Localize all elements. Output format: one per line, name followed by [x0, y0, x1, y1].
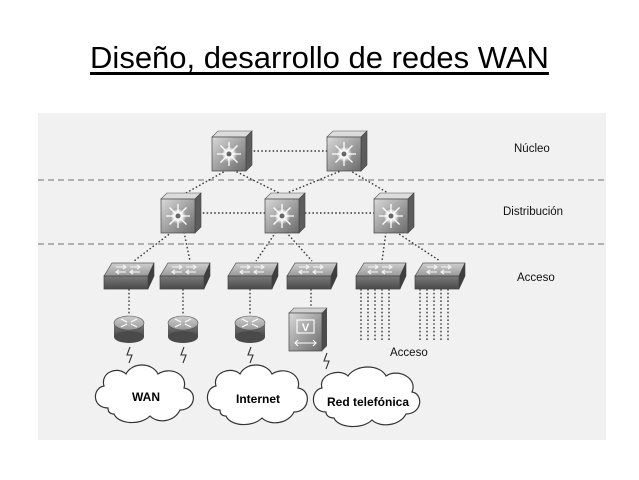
access-switch-1 [103, 262, 155, 290]
router-3 [234, 315, 266, 344]
cloud-label-internet: Internet [236, 392, 280, 406]
access-switch-6 [414, 262, 466, 290]
cloud-label-wan: WAN [132, 390, 160, 404]
distribution-switch-2 [264, 192, 306, 234]
voice-gateway: V [288, 307, 328, 352]
access-switch-2 [159, 262, 211, 290]
access-switch-5 [355, 262, 407, 290]
distribution-switch-1 [160, 192, 202, 234]
layer-label-core: Núcleo [514, 143, 550, 155]
layer-label-access: Acceso [517, 272, 555, 284]
svg-text:V: V [302, 322, 310, 334]
router-2 [167, 315, 199, 344]
core-switch-2 [326, 130, 368, 172]
access-switch-4 [286, 262, 338, 290]
distribution-switch-3 [373, 192, 415, 234]
cloud-phone: Red telefónica [312, 366, 421, 428]
layer-label-distribution: Distribución [503, 206, 563, 218]
cloud-internet: Internet [206, 364, 308, 426]
core-switch-1 [211, 130, 253, 172]
page-title: Diseño, desarrollo de redes WAN [90, 40, 549, 75]
cloud-wan: WAN [94, 364, 194, 424]
access-switch-3 [227, 262, 279, 290]
network-diagram: V WAN Internet Red telefónica Núcleo Dis… [38, 113, 606, 440]
access-devices-label: Acceso [390, 347, 428, 359]
router-1 [113, 315, 145, 344]
network-links [128, 150, 449, 340]
cloud-label-phone: Red telefónica [327, 395, 409, 409]
